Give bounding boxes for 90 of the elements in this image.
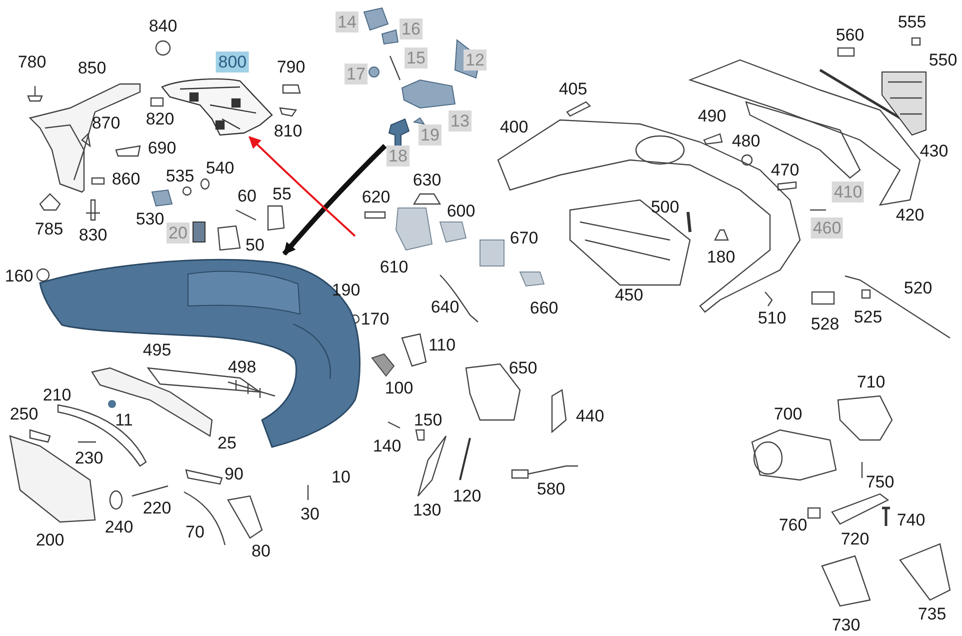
callout-number: 870 <box>92 114 120 132</box>
callout-number: 730 <box>832 616 860 634</box>
callout-number: 180 <box>706 248 736 266</box>
callout-number: 17 <box>344 64 368 84</box>
callout-number: 110 <box>428 336 456 354</box>
callout-number: 15 <box>404 48 428 68</box>
callout-number: 580 <box>536 480 566 498</box>
callout-number: 13 <box>448 110 472 132</box>
callout-number: 785 <box>34 220 64 238</box>
callout-number: 710 <box>856 374 886 390</box>
callout-number: 740 <box>896 512 926 528</box>
callout-number: 140 <box>372 438 402 454</box>
callout-number: 90 <box>224 466 244 482</box>
callout-number: 170 <box>360 310 390 328</box>
callout-number: 200 <box>36 532 64 548</box>
callout-number: 525 <box>854 308 882 326</box>
callout-number: 405 <box>558 80 588 98</box>
callout-number: 498 <box>228 358 256 376</box>
callout-number: 400 <box>500 118 528 136</box>
callout-number: 810 <box>274 122 302 140</box>
callout-number: 220 <box>142 500 172 516</box>
callout-number: 800 <box>216 52 249 72</box>
callout-number: 610 <box>380 258 408 276</box>
callout-number: 850 <box>78 60 106 76</box>
callout-number: 20 <box>166 222 190 244</box>
callout-number: 528 <box>810 316 840 332</box>
callout-number: 550 <box>928 52 958 68</box>
callout-number: 735 <box>918 606 946 622</box>
callout-number: 250 <box>10 406 38 422</box>
callout-number: 55 <box>272 186 292 202</box>
callout-number: 600 <box>446 202 476 220</box>
arrow <box>248 136 356 237</box>
callout-number: 19 <box>418 124 442 146</box>
callout-number: 100 <box>384 380 414 396</box>
callout-number: 60 <box>238 188 256 204</box>
callout-number: 50 <box>246 236 264 254</box>
callout-number: 430 <box>920 142 948 160</box>
callout-number: 520 <box>904 280 932 296</box>
callout-number: 495 <box>142 342 172 358</box>
callout-number: 650 <box>508 360 538 376</box>
callout-number: 160 <box>4 268 34 284</box>
arrow <box>282 144 387 256</box>
callout-number: 670 <box>510 230 538 246</box>
callout-number: 130 <box>412 502 442 518</box>
callout-number: 660 <box>530 300 558 316</box>
callout-number: 240 <box>104 518 134 536</box>
callout-number: 460 <box>810 218 844 238</box>
callout-number: 620 <box>362 188 390 206</box>
callout-number: 230 <box>74 450 104 466</box>
callout-number: 860 <box>112 170 140 188</box>
callout-number: 540 <box>206 160 234 176</box>
callout-number: 820 <box>146 110 174 128</box>
callout-number: 120 <box>452 488 482 504</box>
callout-number: 210 <box>42 386 72 404</box>
callout-number: 535 <box>166 168 194 184</box>
callout-number: 630 <box>412 172 442 188</box>
callout-number: 30 <box>300 506 320 522</box>
callout-number: 150 <box>414 412 442 428</box>
callout-number: 555 <box>898 14 926 30</box>
callout-number: 640 <box>430 298 460 316</box>
callout-number: 840 <box>148 18 178 34</box>
callout-number: 790 <box>276 58 306 76</box>
callout-number: 700 <box>774 406 802 422</box>
callout-number: 420 <box>896 206 924 224</box>
callout-number: 780 <box>18 54 46 70</box>
callout-number: 510 <box>758 310 786 326</box>
callout-number: 440 <box>576 408 604 424</box>
callout-number: 190 <box>332 282 360 298</box>
callout-number: 490 <box>698 108 726 124</box>
callout-number: 500 <box>650 198 680 216</box>
callout-number: 530 <box>136 210 164 228</box>
callout-number: 14 <box>336 12 358 32</box>
callout-number: 12 <box>464 50 486 70</box>
callout-number: 760 <box>778 516 808 534</box>
callout-number: 16 <box>400 18 422 40</box>
callout-number: 750 <box>866 474 894 490</box>
callout-number: 450 <box>614 286 644 304</box>
callout-number: 690 <box>148 140 176 156</box>
callout-number: 70 <box>186 524 204 540</box>
callout-number: 470 <box>770 162 800 178</box>
callout-number: 830 <box>78 226 108 244</box>
callout-number: 18 <box>386 146 410 166</box>
callout-number: 720 <box>840 530 870 548</box>
callout-number: 10 <box>332 468 350 486</box>
callout-number: 480 <box>732 132 760 150</box>
callout-number: 80 <box>252 542 270 560</box>
callout-number: 410 <box>832 182 864 202</box>
callout-number: 560 <box>836 26 864 44</box>
callout-number: 25 <box>218 434 236 452</box>
callout-number: 11 <box>115 412 133 428</box>
